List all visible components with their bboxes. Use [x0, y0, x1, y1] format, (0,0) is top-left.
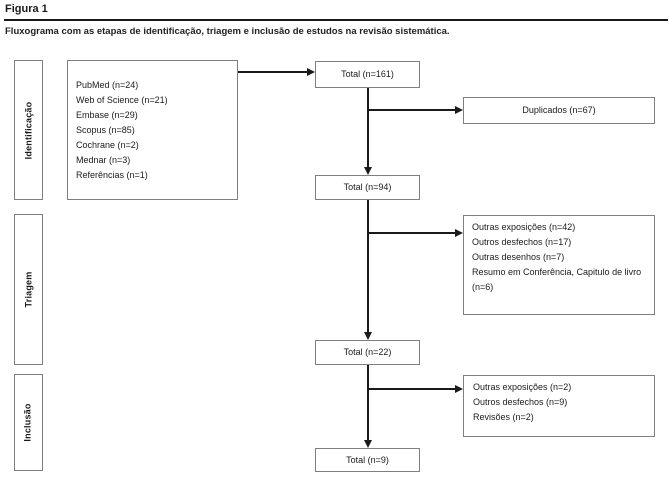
title-rule — [4, 19, 668, 21]
arrowhead-down-icon — [364, 440, 372, 448]
arrowhead-right-icon — [455, 106, 463, 114]
exclusion-line: Outras exposições (n=2) — [473, 382, 572, 392]
source-line: PubMed (n=24) — [76, 79, 139, 90]
exclusion-line: Resumo em Conferência, Capitulo de livro… — [472, 267, 642, 292]
total-box-included: Total (n=9) — [315, 448, 420, 472]
total-box-after-screening: Total (n=22) — [315, 340, 420, 365]
exclusion-line: Outros desfechos (n=9) — [473, 397, 568, 407]
arrowhead-right-icon — [455, 229, 463, 237]
figure-caption: Fluxograma com as etapas de identificaçã… — [5, 26, 450, 37]
source-line: Scopus (n=85) — [76, 124, 135, 135]
total-box-after-duplicates: Total (n=94) — [315, 175, 420, 200]
arrowhead-down-icon — [364, 332, 372, 340]
source-line: Embase (n=29) — [76, 109, 138, 120]
stage-label-inclusion: Inclusão — [23, 403, 33, 442]
arrowhead-right-icon — [455, 385, 463, 393]
total-box-identified: Total (n=161) — [315, 61, 420, 88]
connector-branch-screening-exclusions — [368, 232, 455, 234]
connector-branch-duplicates — [368, 109, 455, 111]
exclusion-line: Outras desenhos (n=7) — [472, 252, 565, 262]
stage-box-identification: Identificação — [14, 60, 43, 200]
figure-title: Figura 1 — [5, 3, 48, 15]
screening-exclusions-box: Outras exposições (n=42) Outros desfecho… — [463, 215, 655, 315]
stage-box-screening: Triagem — [14, 214, 43, 365]
connector-total3-to-total4 — [367, 365, 369, 441]
exclusion-line: Revisões (n=2) — [473, 412, 534, 422]
source-line: Web of Science (n=21) — [76, 94, 168, 105]
eligibility-exclusions-box: Outras exposições (n=2) Outros desfechos… — [463, 375, 655, 437]
source-line: Cochrane (n=2) — [76, 139, 139, 150]
exclusion-line: Outros desfechos (n=17) — [472, 237, 572, 247]
source-line: Referências (n=1) — [76, 169, 148, 180]
exclusion-line: Outras exposições (n=42) — [472, 222, 576, 232]
arrowhead-right-icon — [307, 68, 315, 76]
connector-total2-to-total3 — [367, 200, 369, 333]
source-line: Mednar (n=3) — [76, 154, 131, 165]
connector-branch-eligibility-exclusions — [368, 388, 455, 390]
stage-box-inclusion: Inclusão — [14, 374, 43, 471]
arrowhead-down-icon — [364, 167, 372, 175]
sources-box: PubMed (n=24) Web of Science (n=21) Emba… — [67, 60, 238, 200]
duplicates-box: Duplicados (n=67) — [463, 97, 655, 124]
stage-label-screening: Triagem — [23, 271, 34, 308]
stage-label-identification: Identificação — [23, 101, 33, 159]
connector-sources-to-total1 — [238, 71, 308, 73]
connector-total1-to-total2 — [367, 88, 369, 168]
